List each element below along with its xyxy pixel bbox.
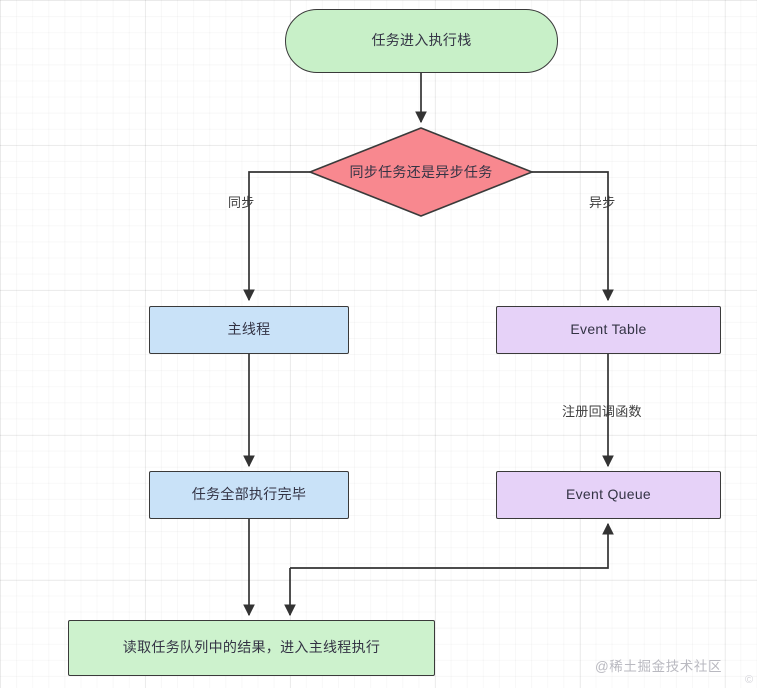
node-read-queue-result-label: 读取任务队列中的结果，进入主线程执行 bbox=[122, 639, 381, 656]
edge-decision-to-main-thread bbox=[243, 171, 310, 302]
edge-label-async: 异步 bbox=[589, 195, 616, 210]
watermark-text: @稀土掘金技术社区 bbox=[595, 659, 723, 674]
node-decision[interactable]: 同步任务还是异步任务 bbox=[310, 128, 532, 216]
node-event-table[interactable]: Event Table bbox=[496, 306, 721, 354]
edge-label-register-callback: 注册回调函数 bbox=[562, 404, 642, 419]
edge-label-sync: 同步 bbox=[228, 195, 255, 210]
node-event-queue[interactable]: Event Queue bbox=[496, 471, 721, 519]
node-start-label: 任务进入执行栈 bbox=[371, 32, 472, 49]
watermark-corner-mark: © bbox=[745, 674, 754, 686]
node-event-table-label: Event Table bbox=[570, 321, 647, 338]
node-main-thread[interactable]: 主线程 bbox=[149, 306, 349, 354]
node-event-queue-label: Event Queue bbox=[565, 486, 652, 503]
node-all-tasks-done-label: 任务全部执行完毕 bbox=[191, 486, 307, 503]
node-main-thread-label: 主线程 bbox=[227, 321, 271, 338]
node-start[interactable]: 任务进入执行栈 bbox=[285, 9, 558, 73]
node-read-queue-result[interactable]: 读取任务队列中的结果，进入主线程执行 bbox=[68, 620, 435, 676]
edge-queue-feeder-up bbox=[290, 522, 614, 569]
node-decision-label: 同步任务还是异步任务 bbox=[349, 164, 493, 180]
node-all-tasks-done[interactable]: 任务全部执行完毕 bbox=[149, 471, 349, 519]
